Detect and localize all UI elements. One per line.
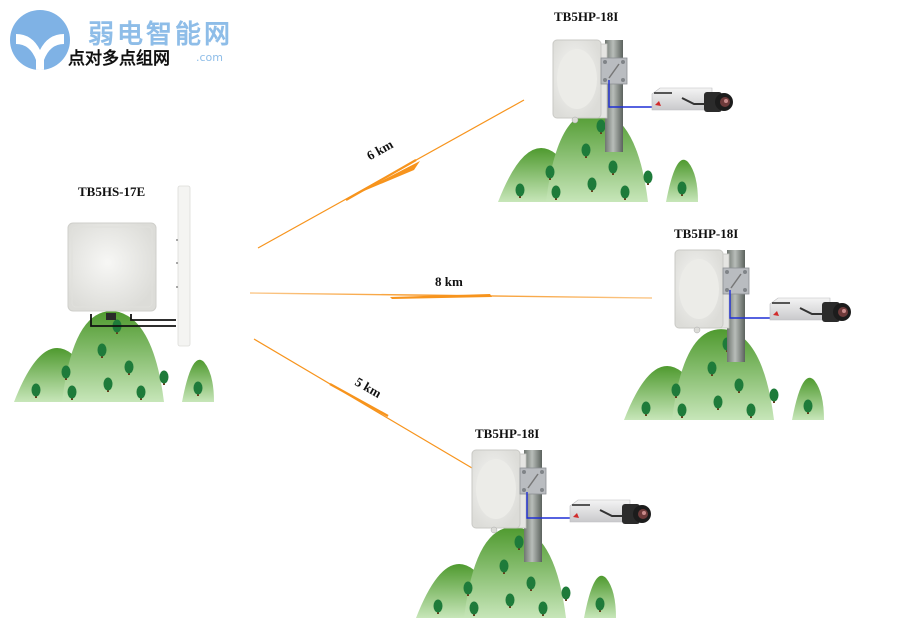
link-8km bbox=[249, 292, 653, 299]
cpe-bottom-label: TB5HP-18I bbox=[475, 426, 540, 441]
link-highlight bbox=[345, 159, 417, 201]
cpe-right-label: TB5HP-18I bbox=[674, 226, 739, 241]
link-highlight bbox=[329, 382, 389, 418]
camera-right[interactable] bbox=[769, 297, 852, 323]
watermark-text: 弱电智能网 bbox=[88, 20, 234, 50]
cable bbox=[90, 314, 176, 327]
hills-bottom bbox=[416, 527, 616, 618]
base-station-label: TB5HS-17E bbox=[78, 184, 146, 199]
page-title: 点对多点组网 bbox=[68, 49, 170, 69]
hills-top bbox=[498, 111, 698, 202]
cpe-top-label: TB5HP-18I bbox=[554, 9, 619, 24]
link-5km bbox=[253, 338, 473, 469]
base-panel bbox=[67, 222, 157, 312]
link-highlight bbox=[390, 294, 492, 299]
logo-icon bbox=[10, 10, 70, 70]
sector-antenna bbox=[177, 185, 191, 347]
link-6km bbox=[257, 99, 525, 249]
camera-bottom[interactable] bbox=[569, 499, 652, 525]
cable-blue bbox=[608, 80, 652, 108]
cable-blue bbox=[526, 492, 570, 519]
distance-label-8km: 8 km bbox=[435, 274, 463, 289]
watermark-domain: .com bbox=[196, 51, 223, 64]
camera-top[interactable] bbox=[651, 87, 734, 113]
cable bbox=[130, 314, 176, 321]
base-station-device[interactable] bbox=[67, 185, 191, 347]
cable-blue bbox=[729, 290, 770, 319]
hills-right bbox=[624, 329, 824, 420]
